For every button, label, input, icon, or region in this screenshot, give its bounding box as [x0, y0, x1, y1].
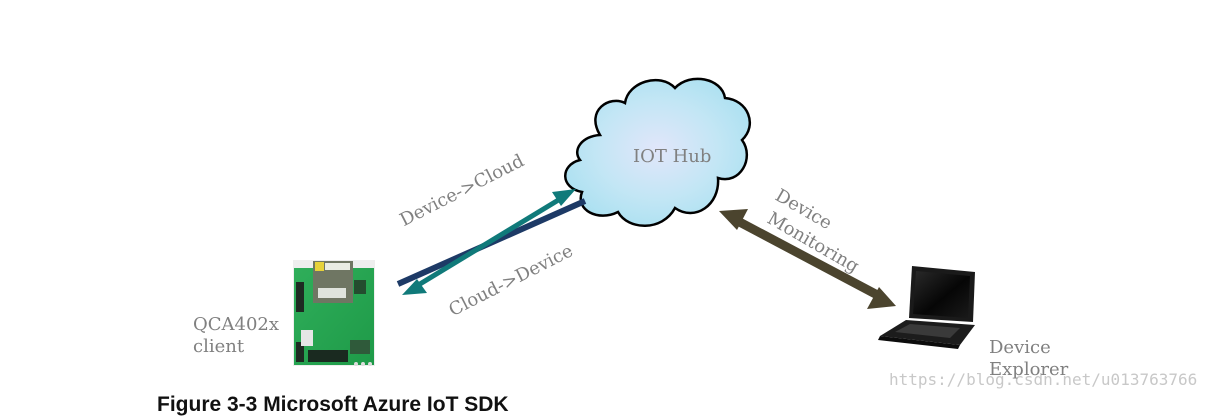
circuit-board-icon [293, 260, 375, 366]
figure-caption: Figure 3-3 Microsoft Azure IoT SDK [157, 393, 509, 416]
diagram-canvas [293, 77, 975, 366]
watermark: https://blog.csdn.net/u013763766 [889, 370, 1198, 389]
iot-hub-label: IOT Hub [633, 146, 712, 167]
laptop-icon [878, 266, 975, 349]
client-label-line1: QCA402x [193, 314, 280, 335]
teal-bidirectional-arrow [402, 189, 576, 295]
explorer-label-line2: Explorer [989, 359, 1069, 380]
client-label-line2: client [193, 336, 245, 357]
iot-hub-cloud-icon [564, 77, 752, 227]
olive-bidirectional-arrow [719, 209, 896, 309]
explorer-label-line1: Device [989, 337, 1051, 358]
